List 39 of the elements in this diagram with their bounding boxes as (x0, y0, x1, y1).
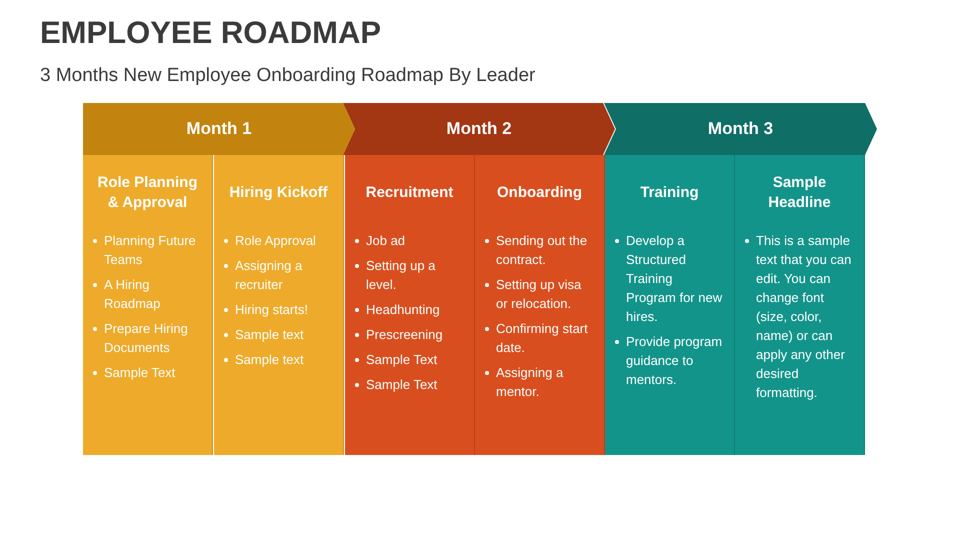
column-heading: Role Planning & Approval (96, 173, 198, 213)
bullet-text: Prescreening (366, 326, 443, 344)
bullet-text: Hiring starts! (235, 301, 308, 319)
bullet-text: Setting up a level. (366, 257, 436, 294)
bullet-text: Sample text (235, 351, 304, 369)
bullet-text: This is a sample text that you can edit. You can change font (size, color, name) or can apply any other desired formatting. (756, 232, 852, 402)
month-label: Month 3 (708, 118, 774, 140)
bullet-text: Sample Text (104, 364, 176, 382)
column-panel (83, 155, 213, 455)
bullet-text: Job ad (366, 232, 406, 250)
bullet-text: Sample text (235, 326, 304, 344)
month-label: Month 1 (186, 118, 252, 140)
bullet-text: Prepare Hiring Documents (104, 320, 189, 357)
bullet-text: Assigning a recruiter (235, 257, 304, 294)
column-panel (345, 155, 475, 455)
column-panel (214, 155, 344, 455)
column-heading: Recruitment (364, 183, 454, 203)
column-heading: Onboarding (496, 183, 583, 203)
subtitle: 3 Months New Employee Onboarding Roadmap By Leader (40, 64, 536, 88)
bullet-text: Sample Text (366, 376, 438, 394)
bullet-text: Assigning a mentor. (496, 364, 564, 401)
column-panel (605, 155, 735, 455)
bullet-text: Develop a Structured Training Program for new hires. (626, 232, 724, 326)
bullet-text: Confirming start date. (496, 320, 589, 357)
bullet-text: Provide program guidance to mentors. (626, 333, 724, 389)
bullet-text: A Hiring Roadmap (104, 276, 162, 313)
bullet-text: Sample Text (366, 351, 438, 369)
column-heading: Hiring Kickoff (228, 183, 329, 203)
title: EMPLOYEE ROADMAP (40, 14, 382, 52)
bullet-text: Sending out the contract. (496, 232, 588, 269)
column-panel (735, 155, 865, 455)
month-label: Month 2 (446, 118, 512, 140)
column-heading: Training (639, 183, 700, 203)
column-heading: Sample Headline (767, 173, 832, 213)
bullet-text: Role Approval (235, 232, 316, 250)
bullet-text: Headhunting (366, 301, 440, 319)
bullet-text: Planning Future Teams (104, 232, 197, 269)
bullet-text: Setting up visa or relocation. (496, 276, 582, 313)
column-panel (475, 155, 605, 455)
